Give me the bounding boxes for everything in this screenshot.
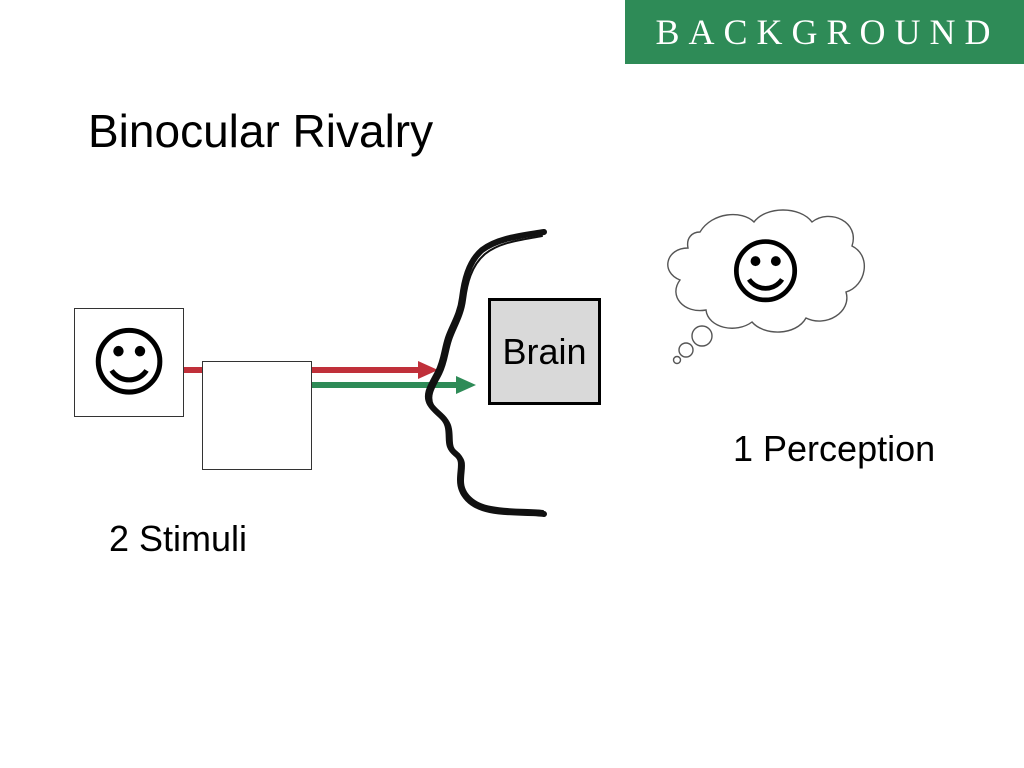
slide-title: Binocular Rivalry xyxy=(88,105,434,157)
percept-smiley-icon: ☺ xyxy=(728,230,804,314)
stimuli-caption: 2 Stimuli xyxy=(109,518,248,559)
smiley-face-icon: ☺ xyxy=(89,317,169,407)
arrow-house-to-brain xyxy=(312,376,476,394)
stimulus-house-card xyxy=(202,361,312,470)
section-banner: BACKGROUND xyxy=(625,0,1024,64)
stimulus-face-card: ☺ xyxy=(74,308,184,417)
brain-box: Brain xyxy=(488,298,601,405)
thought-bubble-icon xyxy=(667,209,866,365)
head-profile-icon xyxy=(424,229,547,517)
perception-caption: 1 Perception xyxy=(733,428,936,469)
